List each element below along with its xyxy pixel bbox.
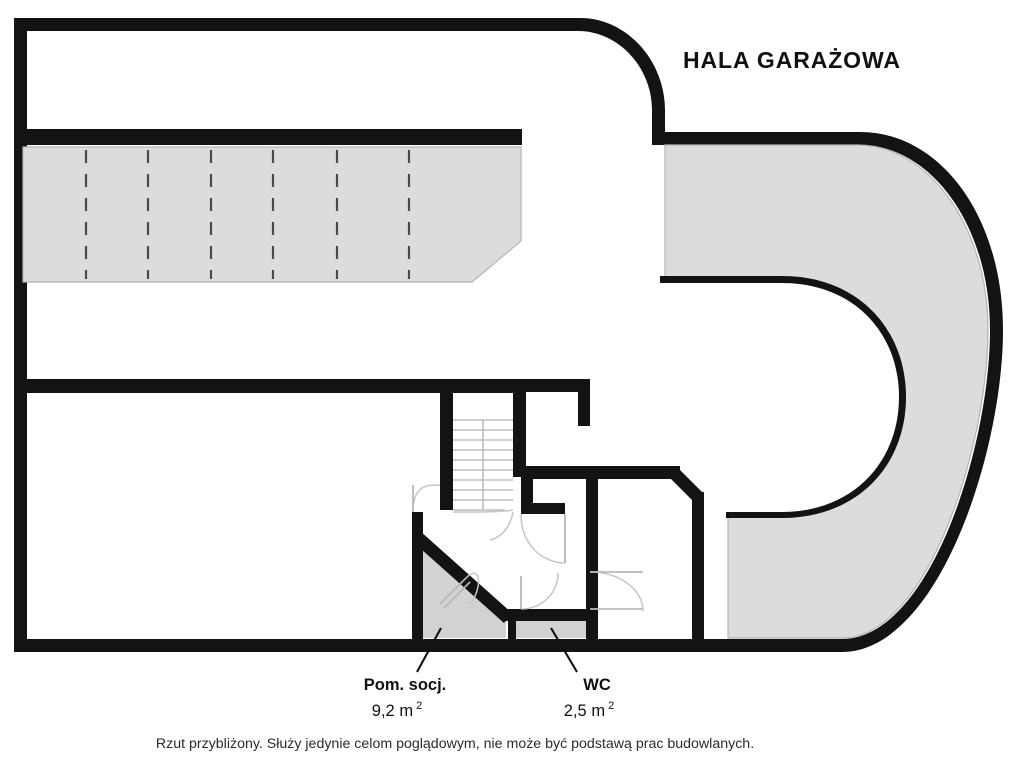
wc-right-wall <box>586 466 598 648</box>
pom-socj-diagonal-wall <box>412 531 512 623</box>
rooms-left-wall <box>412 512 423 644</box>
parking-divider-wall <box>14 129 522 145</box>
east-service-room <box>590 466 704 648</box>
room-area-sup-wc: 2 <box>608 700 614 712</box>
stair-shaft <box>440 392 514 541</box>
lower-rooms-block <box>412 466 598 648</box>
parking-stall-dividers <box>84 150 411 279</box>
stair-winder-curve <box>452 509 514 513</box>
wc-top-wall <box>504 609 592 621</box>
pom-wc-partition <box>508 615 516 645</box>
mid-wall-horizontal <box>14 379 526 393</box>
label-leader-lines <box>416 627 578 673</box>
stair-treads <box>453 419 513 511</box>
room-area-value-wc: 2,5 m <box>564 702 605 720</box>
door-leaf-pom-socj-2 <box>443 581 471 609</box>
room-label-pom-socj: Pom. socj. <box>364 676 447 694</box>
parking-stall-block <box>22 146 522 283</box>
vestibule-divider-wall <box>521 466 591 479</box>
room-area-value-pom-socj: 9,2 m <box>372 702 413 720</box>
vestibule-divider-wall-2 <box>521 466 533 514</box>
ramp-void-fill <box>660 283 895 512</box>
plan-title: HALA GARAŻOWA <box>683 47 901 73</box>
door-swing-pom-socj <box>465 572 480 605</box>
door-swing-wc <box>520 572 559 610</box>
room-label-wc: WC <box>583 676 611 694</box>
door-swing-vestibule <box>520 513 566 564</box>
corridor-top-wall <box>526 379 590 392</box>
vestibule-lower-stub <box>521 503 565 514</box>
east-room-right-wall <box>692 492 704 648</box>
room-area-sup-pom-socj: 2 <box>416 700 422 712</box>
upper-parking-bay <box>14 129 522 283</box>
doors <box>412 484 644 612</box>
door-swing-stair <box>412 484 441 513</box>
east-room-top-wall <box>590 466 680 479</box>
leader-pom-socj <box>416 627 442 673</box>
middle-separating-wall <box>14 379 590 477</box>
stair-shaft-right-wall <box>513 379 526 477</box>
stair-landing-arc <box>489 511 514 541</box>
ramp-inner-void <box>660 283 895 512</box>
door-leaf-pom-socj <box>439 577 467 605</box>
leader-wc <box>550 627 578 673</box>
corridor-right-stub <box>578 379 590 426</box>
stair-shaft-left-wall <box>440 392 453 510</box>
footer-disclaimer: Rzut przybliżony. Służy jedynie celom po… <box>156 736 754 752</box>
